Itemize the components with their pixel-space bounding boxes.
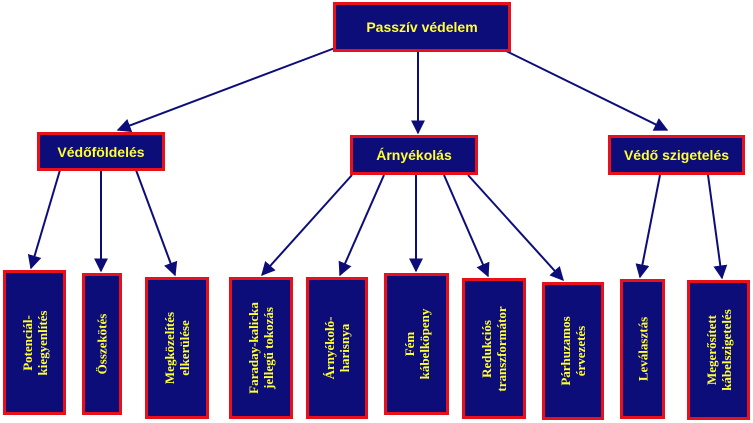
leaf-levalasztas: Leválasztás	[620, 279, 665, 419]
leaf-label: Leválasztás	[635, 316, 650, 382]
leaf-faraday-kalicka: Faraday-kalicka jellegű tokozás	[229, 277, 293, 419]
leaf-label: Potenciál- kiegyenlítés	[19, 310, 50, 375]
arrow-arny-to-harisnya	[338, 174, 385, 277]
arrow-vsz-to-levalasztas	[635, 174, 661, 279]
leaf-parhuzamos-erevezetes: Párhuzamos érvezetés	[542, 282, 604, 420]
leaf-label: Faraday-kalicka jellegű tokozás	[246, 302, 276, 394]
arrow-root-to-vedofoldeles	[116, 47, 336, 133]
leaf-arnyekolo-harisnya: Árnyékoló- harisnya	[306, 277, 368, 419]
leaf-osszekotes: Összekötés	[82, 273, 122, 415]
leaf-label: Összekötés	[94, 313, 110, 375]
node-arnyekolas: Árnyékolás	[350, 135, 478, 175]
node-label: Védőföldelés	[57, 143, 145, 160]
node-vedo-szigeteles: Védő szigetelés	[608, 135, 745, 175]
leaf-fem-kabelkopeny: Fém kábelköpeny	[384, 273, 449, 415]
leaf-label: Megközelítés elkerülése	[162, 311, 192, 385]
leaf-label: Redukciós transzformátor	[479, 305, 509, 392]
arrow-root-to-vedo-szigeteles	[499, 47, 669, 131]
root-label: Passzív védelem	[366, 19, 478, 35]
arrow-arny-to-faraday	[261, 174, 353, 277]
leaf-label: Fém kábelköpeny	[401, 308, 432, 380]
leaf-label: Árnyékoló- harisnya	[322, 316, 352, 380]
arrow-arny-to-parhuzamos	[467, 174, 564, 282]
node-vedofoldeles: Védőföldelés	[37, 132, 165, 171]
leaf-label: Megerősített kábelszigetelés	[703, 309, 734, 391]
leaf-potencial-kiegyenlites: Potenciál- kiegyenlítés	[3, 270, 66, 415]
leaf-megkozelites-elkerulese: Megközelítés elkerülése	[145, 277, 209, 419]
arrow-vf-to-megkozelites	[135, 169, 178, 277]
arrow-vf-to-potencial	[27, 169, 61, 270]
leaf-megerositett-kabelszigeteles: Megerősített kábelszigetelés	[687, 280, 750, 420]
leaf-redukcios-transzformator: Redukciós transzformátor	[462, 278, 526, 419]
arrow-vsz-to-megerositett	[707, 174, 728, 280]
leaf-label: Párhuzamos érvezetés	[558, 316, 588, 386]
node-label: Árnyékolás	[376, 147, 452, 163]
arrow-arny-to-redukcios	[443, 174, 490, 278]
root-node: Passzív védelem	[333, 2, 511, 52]
node-label: Védő szigetelés	[623, 147, 730, 163]
